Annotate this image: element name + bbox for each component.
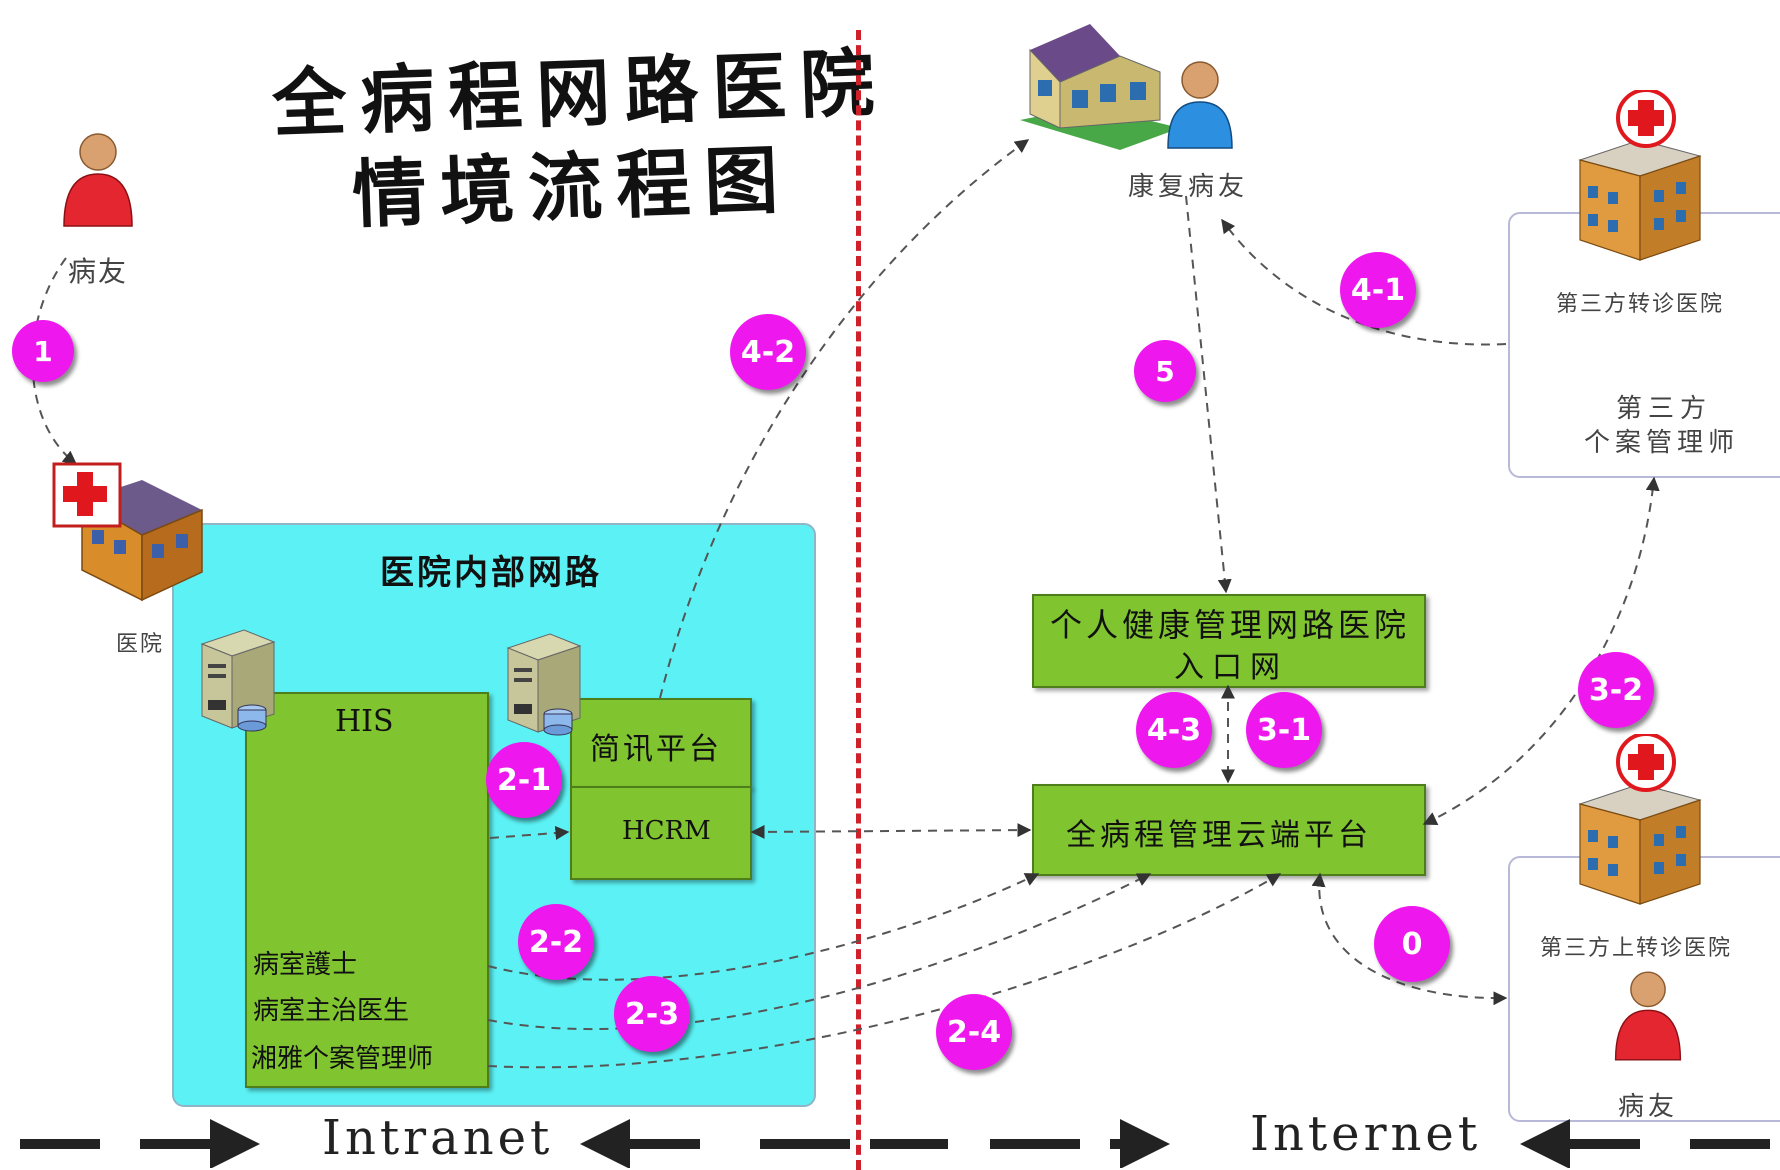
health-portal-label-2: 入口网 xyxy=(1174,650,1288,685)
footer-arrows xyxy=(20,1119,1770,1168)
step-badge-3-2: 3-2 xyxy=(1578,652,1654,728)
hospital-building-icon xyxy=(1578,734,1702,905)
step-badge-1: 1 xyxy=(12,320,74,382)
patient-label-top-left: 病友 xyxy=(68,255,129,288)
hospital-building-icon xyxy=(1578,90,1702,261)
his-role-nurse: 病室護士 xyxy=(253,950,358,980)
his-label: HIS xyxy=(335,704,394,739)
health-portal-box: 个人健康管理网路医院 入口网 xyxy=(1032,594,1426,688)
house-icon xyxy=(1020,24,1233,150)
third-referral-hospital-label: 第三方转诊医院 xyxy=(1556,292,1725,317)
third-upper-referral-hospital-label: 第三方上转诊医院 xyxy=(1540,936,1733,961)
server-icon xyxy=(506,633,582,736)
hcrm-box: HCRM xyxy=(570,786,752,880)
step-badge-2-3: 2-3 xyxy=(614,976,690,1052)
his-role-doctor: 病室主治医生 xyxy=(253,996,410,1026)
title-line-2: 情境流程图 xyxy=(350,137,794,239)
hospital-building-icon xyxy=(52,462,203,602)
person-icon xyxy=(1614,971,1682,1061)
person-icon xyxy=(63,133,133,227)
step-badge-2-2: 2-2 xyxy=(518,904,594,980)
flow-recovered-patient-to-portal xyxy=(1185,195,1232,594)
step-badge-2-4: 2-4 xyxy=(936,994,1012,1070)
server-icon xyxy=(200,629,276,732)
recovered-patient-label: 康复病友 xyxy=(1128,172,1249,202)
hcrm-label: HCRM xyxy=(622,816,711,846)
health-portal-label-1: 个人健康管理网路医院 xyxy=(1050,606,1411,644)
his-box: HIS 病室護士 病室主治医生 湘雅个案管理师 xyxy=(245,692,489,1088)
step-badge-4-3: 4-3 xyxy=(1136,692,1212,768)
step-badge-2-1: 2-1 xyxy=(486,742,562,818)
step-badge-0: 0 xyxy=(1374,906,1450,982)
sms-platform-label: 简讯平台 xyxy=(590,732,722,767)
third-case-manager-label-1: 第三方 xyxy=(1616,394,1713,424)
cloud-platform-box: 全病程管理云端平台 xyxy=(1032,784,1426,876)
step-badge-4-1: 4-1 xyxy=(1340,252,1416,328)
step-badge-4-2: 4-2 xyxy=(730,314,806,390)
third-case-manager-label-2: 个案管理师 xyxy=(1584,428,1740,458)
cloud-platform-label: 全病程管理云端平台 xyxy=(1066,818,1372,853)
step-badge-3-1: 3-1 xyxy=(1246,692,1322,768)
intranet-label: Intranet xyxy=(322,1110,554,1166)
intranet-title: 医院内部网路 xyxy=(380,553,602,593)
step-badge-5: 5 xyxy=(1134,340,1196,402)
sms-platform-box: 简讯平台 xyxy=(570,698,752,788)
network-divider xyxy=(856,30,861,1170)
patient-label-bottom-right: 病友 xyxy=(1618,1092,1679,1122)
his-role-case-manager: 湘雅个案管理师 xyxy=(251,1044,434,1074)
internet-label: Internet xyxy=(1250,1106,1482,1162)
hospital-label: 医院 xyxy=(116,632,165,657)
